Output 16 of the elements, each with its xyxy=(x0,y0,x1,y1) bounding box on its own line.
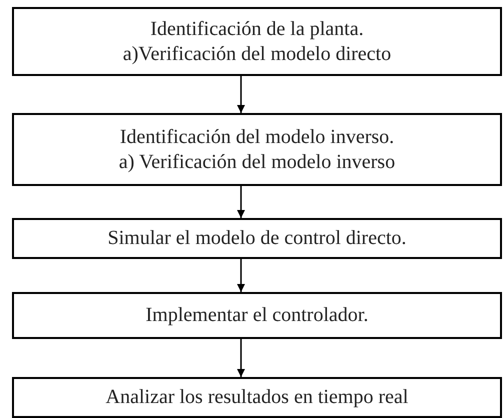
arrow xyxy=(237,186,245,218)
process-box xyxy=(12,7,502,76)
sub-step-text: a)Verificación del modelo directo xyxy=(122,42,392,66)
process-box xyxy=(12,113,502,186)
step-text: Implementar el controlador. xyxy=(146,303,368,328)
step-text: Analizar los resultados en tiempo real xyxy=(106,385,408,410)
process-box xyxy=(12,377,502,418)
arrow xyxy=(237,339,245,377)
step-text: Identificación del modelo inverso. xyxy=(120,124,394,150)
process-box xyxy=(12,218,502,259)
sub-step-text: a) Verificación del modelo inverso xyxy=(118,150,396,174)
arrow xyxy=(237,76,245,113)
arrow xyxy=(237,259,245,292)
step-text: Simular el modelo de control directo. xyxy=(108,226,406,251)
step-text: Identificación de la planta. xyxy=(150,16,364,42)
process-box xyxy=(12,292,502,339)
